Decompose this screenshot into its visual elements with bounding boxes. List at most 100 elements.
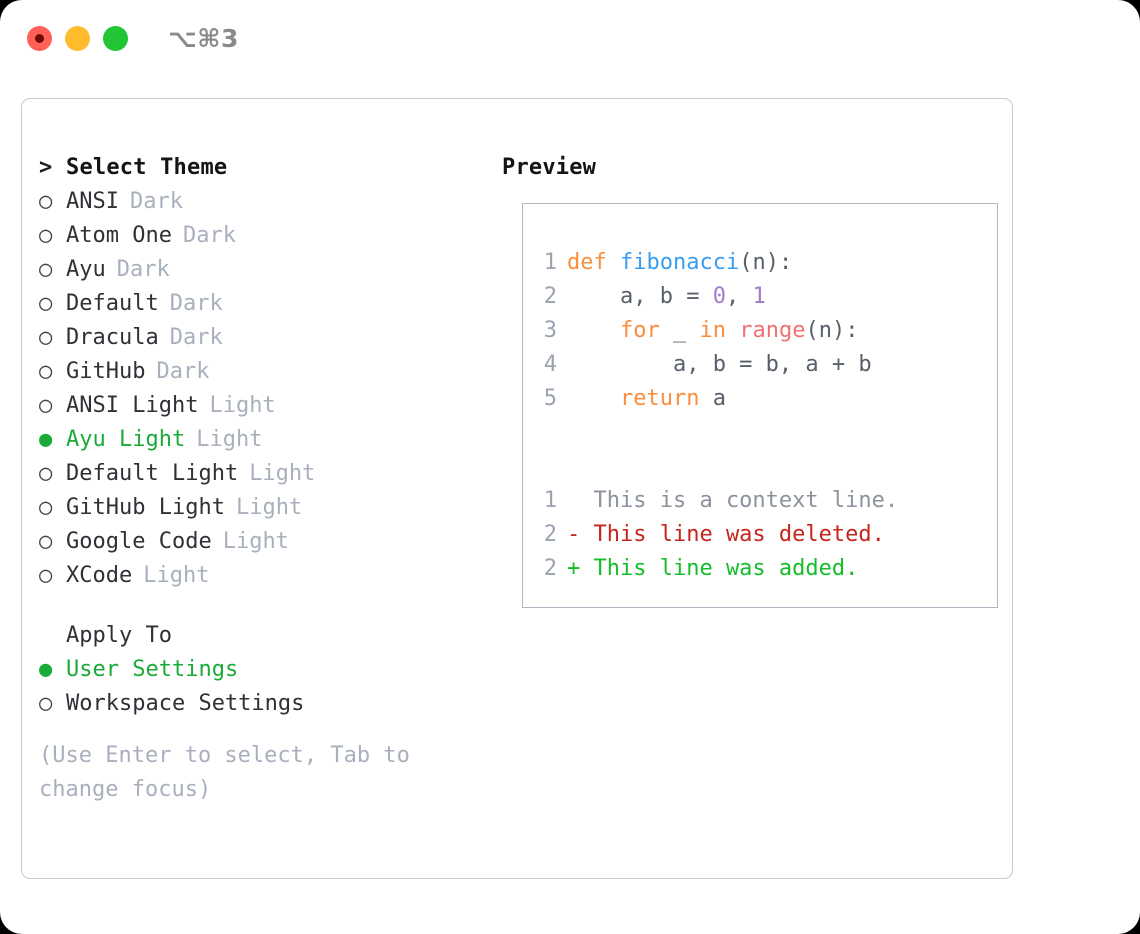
window-controls [27, 26, 128, 51]
theme-label: Default [66, 291, 159, 316]
theme-option-default-dark[interactable]: ○ Default Dark [39, 287, 489, 321]
code-token: a, b = [567, 284, 713, 309]
theme-label: Dracula [66, 325, 159, 350]
theme-badge: Dark [169, 325, 223, 350]
theme-badge: Light [222, 529, 289, 554]
theme-label: ANSI Light [66, 393, 199, 418]
maximize-button[interactable] [103, 26, 128, 51]
radio-selected-icon: ● [39, 427, 53, 452]
theme-selector-column: > Select Theme ○ ANSI Dark ○ Atom One Da… [39, 151, 489, 807]
code-token: fibonacci [619, 250, 740, 275]
code-token: , [725, 284, 753, 309]
code-token: return [619, 386, 700, 411]
select-theme-title: Select Theme [66, 155, 228, 180]
apply-to-option-workspace-settings[interactable]: ○ Workspace Settings [39, 687, 489, 721]
hint-spacer [39, 721, 489, 739]
code-blank-row [523, 450, 999, 484]
theme-label: Google Code [66, 529, 212, 554]
theme-option-ayu-light[interactable]: ● Ayu Light Light [39, 423, 489, 457]
theme-badge: Dark [156, 359, 210, 384]
line-number: 4 [543, 352, 557, 377]
theme-label: Ayu [66, 257, 106, 282]
code-content: def fibonacci(n): [567, 246, 792, 280]
apply-to-header: Apply To [39, 619, 489, 653]
apply-to-option-user-settings[interactable]: ● User Settings [39, 653, 489, 687]
code-content: a, b = b, a + b [567, 348, 872, 382]
code-row: 2 a, b = 0, 1 [523, 280, 999, 314]
radio-icon: ○ [39, 257, 53, 282]
theme-label: GitHub Light [66, 495, 225, 520]
radio-icon: ○ [39, 461, 53, 486]
code-token: 0 [712, 284, 726, 309]
code-token: 1 [752, 284, 766, 309]
code-token: in [699, 318, 726, 343]
code-preview: 1 def fibonacci(n): 2 a, b = 0, 1 3 for … [523, 246, 999, 586]
code-row: 5 return a [523, 382, 999, 416]
code-token: a [699, 386, 726, 411]
theme-option-default-light[interactable]: ○ Default Light Light [39, 457, 489, 491]
theme-badge: Light [235, 495, 303, 520]
theme-badge: Light [196, 427, 263, 452]
diff-content: + This line was added. [567, 556, 859, 581]
diff-row-deleted: 2 - This line was deleted. [523, 518, 999, 552]
line-number: 2 [543, 522, 557, 547]
theme-badge: Light [209, 393, 276, 418]
theme-badge: Light [249, 461, 316, 486]
title-bar: ⌥⌘3 [0, 0, 1140, 78]
line-number: 1 [543, 488, 557, 513]
theme-option-ansi-dark[interactable]: ○ ANSI Dark [39, 185, 489, 219]
code-row: 4 a, b = b, a + b [523, 348, 999, 382]
radio-icon: ○ [39, 495, 53, 520]
apply-to-label: Workspace Settings [66, 691, 305, 716]
diff-row-context: 1 This is a context line. [523, 484, 999, 518]
radio-icon: ○ [39, 189, 53, 214]
theme-badge: Light [143, 563, 210, 588]
select-theme-header: > Select Theme [39, 151, 489, 185]
theme-badge: Dark [169, 291, 223, 316]
theme-label: XCode [66, 563, 133, 588]
line-number: 2 [543, 284, 557, 309]
diff-content: - This line was deleted. [567, 522, 885, 547]
content-panel: > Select Theme ○ ANSI Dark ○ Atom One Da… [21, 98, 1013, 879]
code-token: (n): [805, 318, 859, 343]
preview-column: Preview 1 def fibonacci(n): 2 a, b = 0, … [502, 151, 1002, 608]
code-token: a, b = b, a + b [567, 352, 872, 377]
code-content: a, b = 0, 1 [567, 280, 766, 314]
line-number: 2 [543, 556, 557, 581]
code-token [567, 318, 620, 343]
code-blank-row [523, 416, 999, 450]
code-token: for [619, 318, 660, 343]
radio-icon: ○ [39, 223, 53, 248]
radio-icon: ○ [39, 359, 53, 384]
radio-icon: ○ [39, 691, 53, 716]
radio-icon: ○ [39, 563, 53, 588]
apply-to-title: Apply To [66, 623, 172, 648]
theme-option-xcode-light[interactable]: ○ XCode Light [39, 559, 489, 593]
code-row: 3 for _ in range(n): [523, 314, 999, 348]
theme-option-ansi-light[interactable]: ○ ANSI Light Light [39, 389, 489, 423]
theme-label: ANSI [66, 189, 119, 214]
code-token [567, 386, 620, 411]
radio-icon: ○ [39, 529, 53, 554]
code-token [726, 318, 739, 343]
theme-option-dracula-dark[interactable]: ○ Dracula Dark [39, 321, 489, 355]
close-button[interactable] [27, 26, 52, 51]
preview-title: Preview [502, 155, 597, 180]
theme-label: Atom One [66, 223, 172, 248]
theme-label: GitHub [66, 359, 146, 384]
keyboard-hint-text: (Use Enter to select, Tab to change focu… [39, 743, 410, 802]
code-token: def [567, 250, 620, 275]
minimize-button[interactable] [65, 26, 90, 51]
theme-label: Default Light [66, 461, 239, 486]
diff-content: This is a context line. [567, 488, 899, 513]
theme-option-github-light[interactable]: ○ GitHub Light Light [39, 491, 489, 525]
theme-option-atom-one-dark[interactable]: ○ Atom One Dark [39, 219, 489, 253]
caret-icon: > [39, 155, 53, 180]
theme-option-ayu-dark[interactable]: ○ Ayu Dark [39, 253, 489, 287]
theme-option-google-code[interactable]: ○ Google Code Light [39, 525, 489, 559]
code-token: (n): [739, 250, 793, 275]
code-token: range [739, 318, 806, 343]
theme-option-github-dark[interactable]: ○ GitHub Dark [39, 355, 489, 389]
diff-row-added: 2 + This line was added. [523, 552, 999, 586]
